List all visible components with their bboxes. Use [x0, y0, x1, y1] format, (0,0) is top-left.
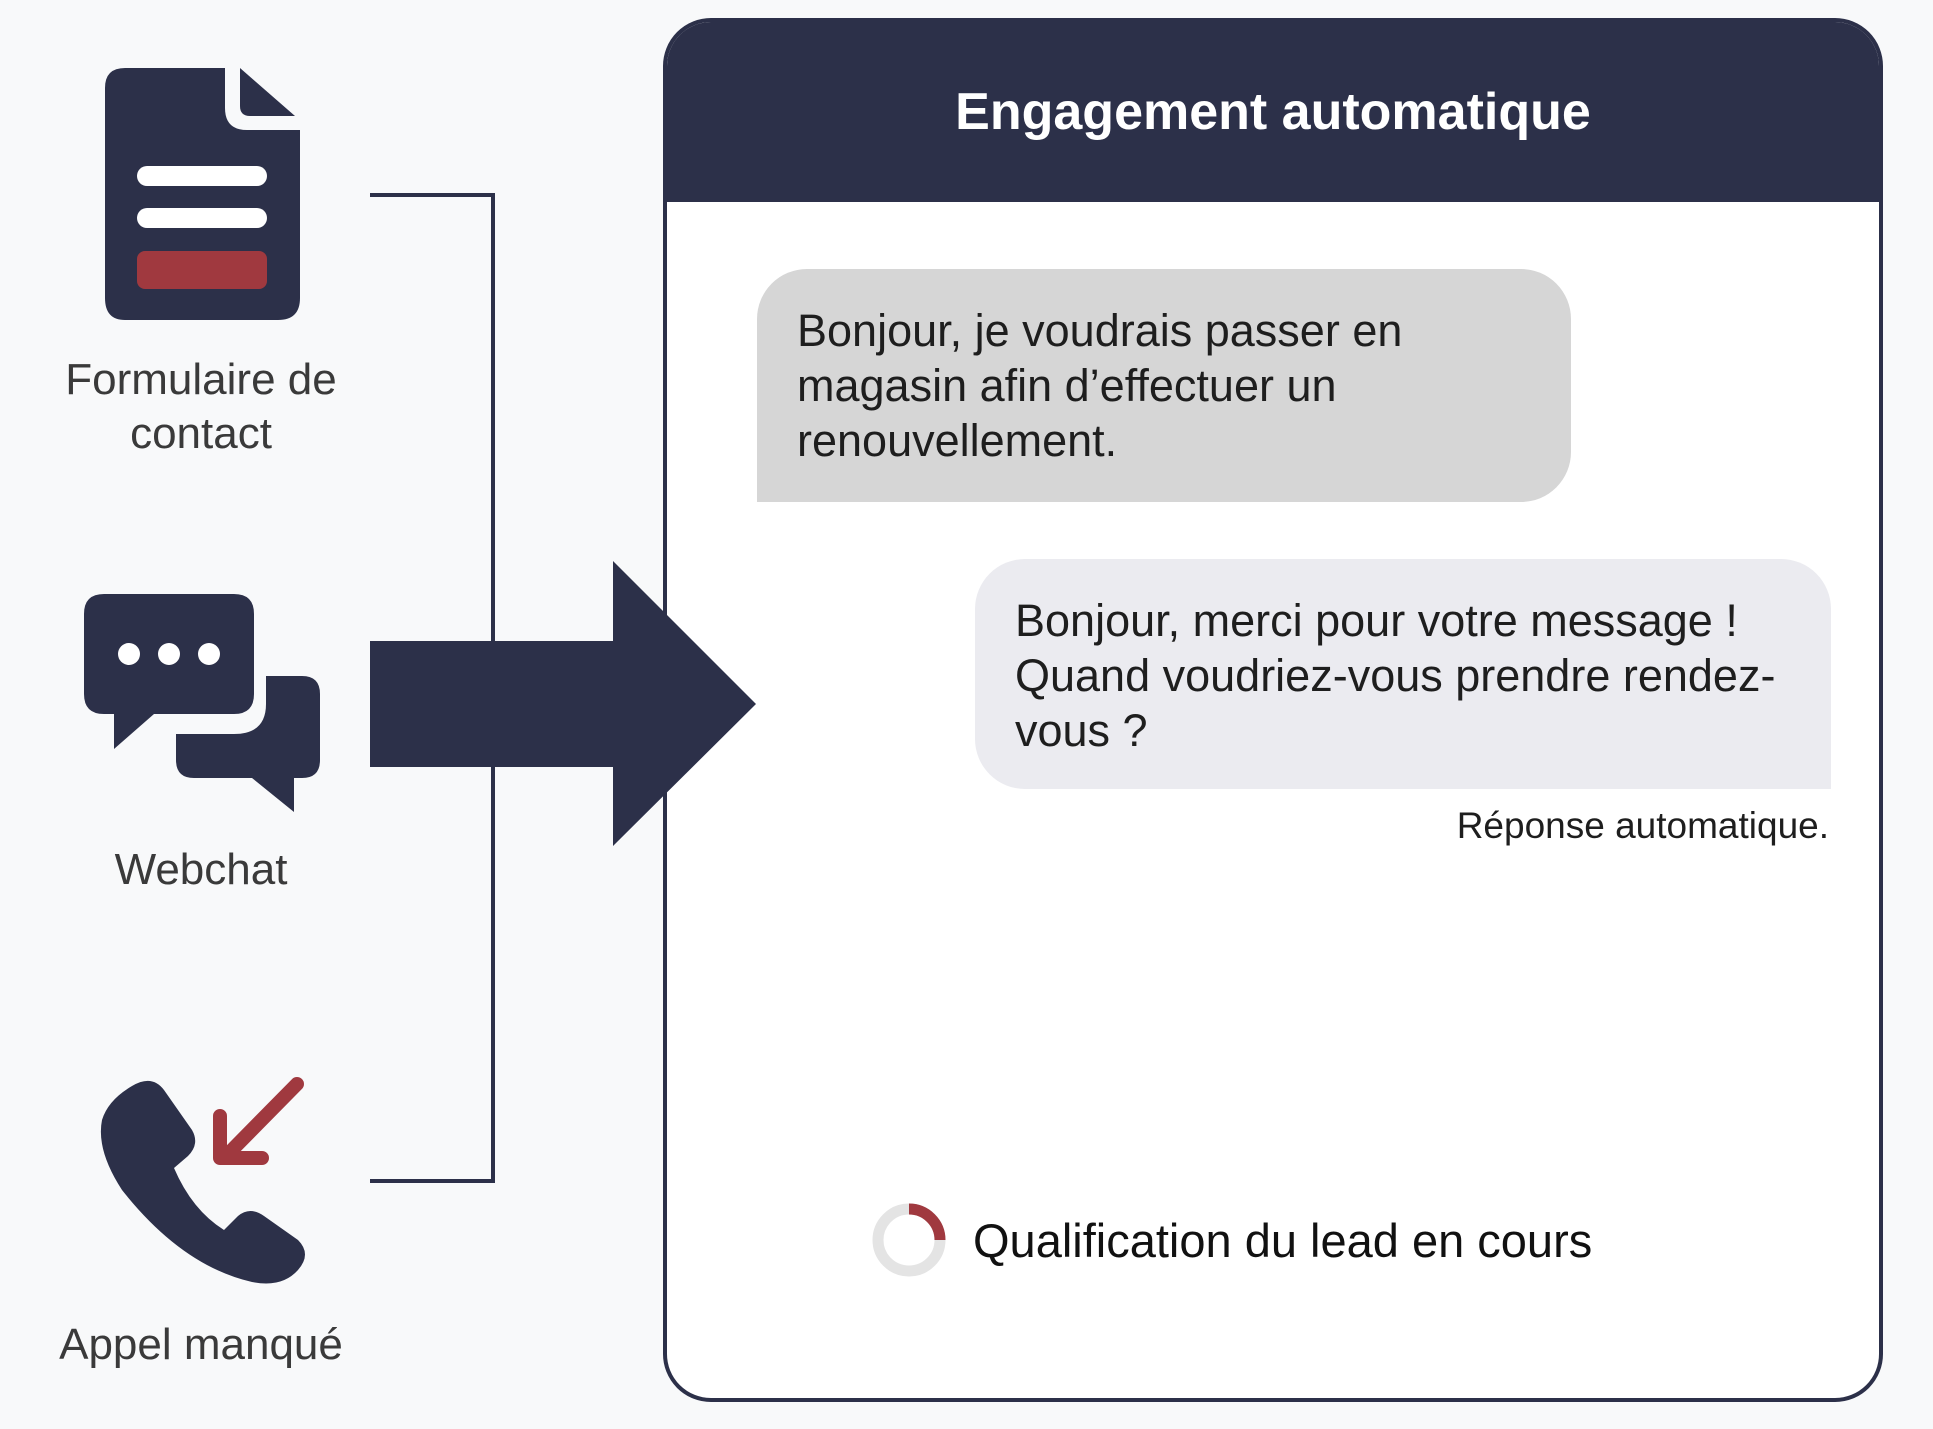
auto-reply-note: Réponse automatique. — [1456, 805, 1829, 846]
engagement-panel: Engagement automatique Bonjour, je voudr… — [663, 18, 1883, 1402]
contact-form-icon — [105, 68, 300, 320]
arrow-right-icon — [370, 561, 756, 846]
loading-spinner-icon — [872, 1203, 946, 1277]
missed-call-icon — [100, 1077, 305, 1284]
bot-message-bubble: Bonjour, merci pour votre message ! Quan… — [975, 559, 1831, 789]
source-label-contact-form: Formulaire de contact — [65, 355, 337, 458]
source-label-webchat: Webchat — [114, 845, 288, 894]
lead-status: Qualification du lead en cours — [871, 1202, 1592, 1278]
webchat-icon — [84, 594, 320, 812]
lead-status-text: Qualification du lead en cours — [973, 1213, 1593, 1267]
panel-title: Engagement automatique — [667, 22, 1879, 202]
source-label-missed-call: Appel manqué — [59, 1320, 343, 1369]
customer-message-bubble: Bonjour, je voudrais passer en magasin a… — [757, 269, 1571, 502]
